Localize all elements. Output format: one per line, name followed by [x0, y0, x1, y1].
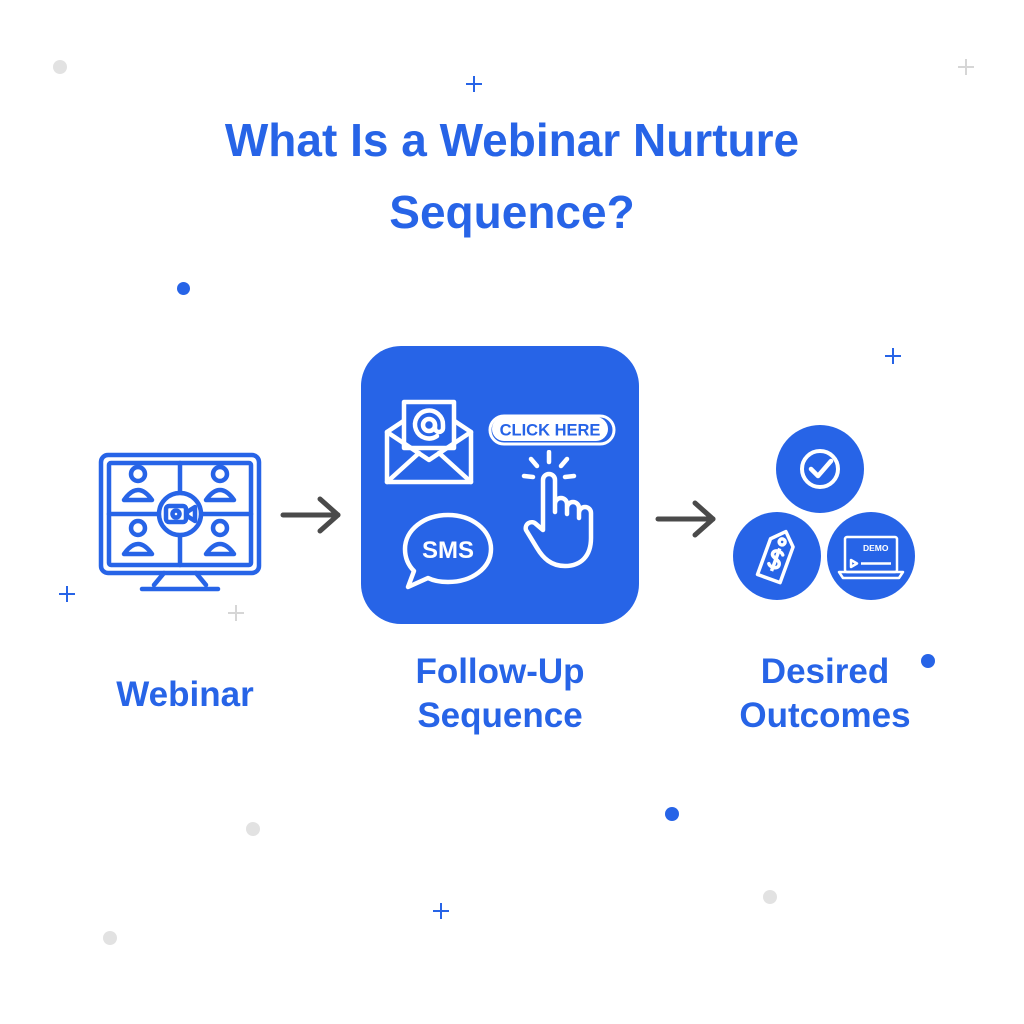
- outcome-price-circle: [733, 512, 821, 600]
- arrow-right-icon: [280, 496, 341, 534]
- decorative-dot: [177, 282, 190, 295]
- decorative-plus: [59, 586, 75, 602]
- arrow-right-icon: [655, 500, 716, 538]
- step-webinar-label: Webinar: [85, 673, 285, 717]
- decorative-plus: [228, 605, 244, 621]
- click-here-text: CLICK HERE: [500, 422, 601, 440]
- decorative-plus: [885, 348, 901, 364]
- price-tag-icon: [755, 529, 795, 585]
- demo-laptop-icon: DEMO: [837, 535, 905, 580]
- step-follow-up-label-line-1: Follow-Up: [415, 652, 585, 691]
- decorative-dot: [246, 822, 260, 836]
- sms-text: SMS: [422, 537, 474, 564]
- pointing-hand-icon: [521, 450, 594, 569]
- decorative-dot: [665, 807, 679, 821]
- checkmark-icon: [800, 449, 840, 489]
- step-follow-up-label-line-2: Sequence: [417, 696, 583, 735]
- step-follow-up-label: Follow-Up Sequence: [360, 650, 640, 738]
- decorative-dot: [763, 890, 777, 904]
- decorative-dot: [53, 60, 67, 74]
- title-line-2: Sequence?: [389, 186, 635, 238]
- sms-bubble-icon: SMS: [402, 512, 494, 590]
- step-webinar-label-line: Webinar: [116, 675, 254, 714]
- step-desired-outcomes-label: Desired Outcomes: [700, 650, 950, 738]
- decorative-plus: [958, 59, 974, 75]
- outcome-demo-circle: DEMO: [827, 512, 915, 600]
- decorative-plus: [466, 76, 482, 92]
- click-here-button-icon: CLICK HERE: [488, 414, 616, 446]
- follow-up-box: [361, 346, 639, 624]
- outcome-check-circle: [776, 425, 864, 513]
- decorative-dot: [103, 931, 117, 945]
- email-envelope-icon: [384, 399, 474, 485]
- demo-text: DEMO: [863, 543, 889, 553]
- decorative-dot: [921, 654, 935, 668]
- decorative-plus: [433, 903, 449, 919]
- step-desired-outcomes-label-line-1: Desired: [760, 652, 890, 691]
- page-title: What Is a Webinar Nurture Sequence?: [0, 104, 1024, 248]
- title-line-1: What Is a Webinar Nurture: [224, 114, 800, 166]
- step-desired-outcomes-label-line-2: Outcomes: [739, 696, 911, 735]
- video-conference-monitor-icon: [98, 452, 262, 592]
